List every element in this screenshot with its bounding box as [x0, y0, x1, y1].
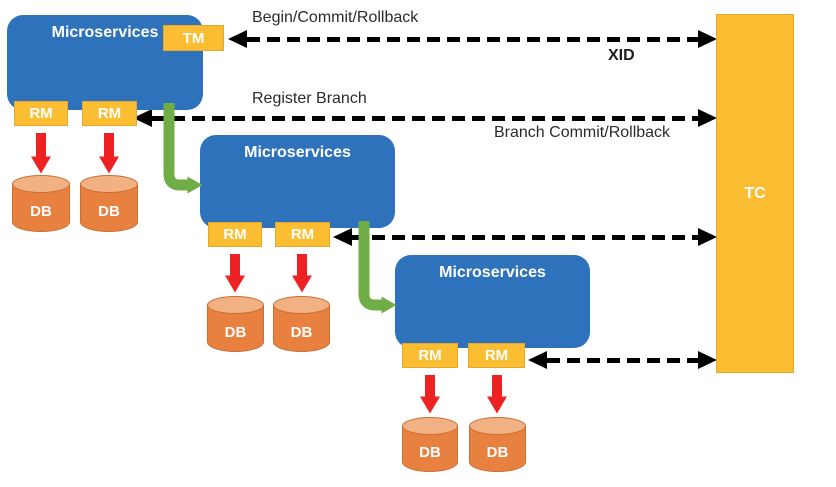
db-label: DB: [12, 184, 70, 232]
rm-badge: RM: [468, 343, 525, 368]
db-label: DB: [207, 305, 264, 352]
label-register-branch: Register Branch: [252, 90, 367, 107]
arrowhead-left-icon: [133, 109, 152, 127]
microservice-label: Microservices: [51, 24, 159, 41]
connector-tm-tc: [228, 30, 717, 48]
dashed-line: [352, 234, 698, 240]
database-cylinder: DB: [207, 296, 264, 352]
rm-label: RM: [418, 347, 442, 364]
arrowhead-right-icon: [698, 109, 717, 127]
tm-badge: TM: [163, 25, 224, 51]
arrowhead-left-icon: [333, 228, 352, 246]
dashed-line: [547, 357, 698, 363]
database-cylinder: DB: [273, 296, 330, 352]
rm-badge: RM: [275, 222, 330, 247]
arrowhead-right-icon: [698, 228, 717, 246]
arrowhead-left-icon: [528, 351, 547, 369]
cylinder-top: [469, 417, 526, 435]
database-cylinder: DB: [402, 417, 458, 472]
database-cylinder: DB: [80, 175, 138, 232]
microservice-box-2: Microservices: [200, 135, 395, 228]
arrowhead-right-icon: [698, 30, 717, 48]
rm-badge: RM: [14, 101, 68, 126]
arrowhead-right-icon: [698, 351, 717, 369]
database-cylinder: DB: [12, 175, 70, 232]
rm-label: RM: [223, 226, 247, 243]
db-label: DB: [80, 184, 138, 232]
connector-rm1-tc: [133, 109, 717, 127]
database-cylinder: DB: [469, 417, 526, 472]
rm-label: RM: [29, 105, 53, 122]
microservice-label: Microservices: [244, 144, 351, 161]
microservice-box-3: Microservices: [395, 255, 590, 348]
rm-badge: RM: [82, 101, 137, 126]
cylinder-top: [402, 417, 458, 435]
dashed-line: [152, 115, 698, 121]
label-begin-commit-rollback: Begin/Commit/Rollback: [252, 9, 419, 26]
dashed-line: [247, 36, 698, 42]
connector-rm3-tc: [528, 351, 717, 369]
rm-badge: RM: [208, 222, 262, 247]
label-branch-commit-rollback: Branch Commit/Rollback: [494, 124, 671, 141]
tc-label: TC: [744, 184, 766, 202]
connector-rm2-tc: [333, 228, 717, 246]
rm-label: RM: [290, 226, 315, 243]
arrowhead-left-icon: [228, 30, 247, 48]
tm-label: TM: [182, 29, 205, 47]
cylinder-top: [207, 296, 264, 314]
microservice-label: Microservices: [439, 264, 546, 281]
transaction-coordinator-box: TC: [716, 14, 794, 373]
label-xid: XID: [608, 47, 635, 64]
cylinder-top: [273, 296, 330, 314]
cylinder-top: [12, 175, 70, 193]
cylinder-top: [80, 175, 138, 193]
rm-label: RM: [484, 347, 509, 364]
rm-badge: RM: [402, 343, 458, 368]
rm-label: RM: [97, 105, 122, 122]
